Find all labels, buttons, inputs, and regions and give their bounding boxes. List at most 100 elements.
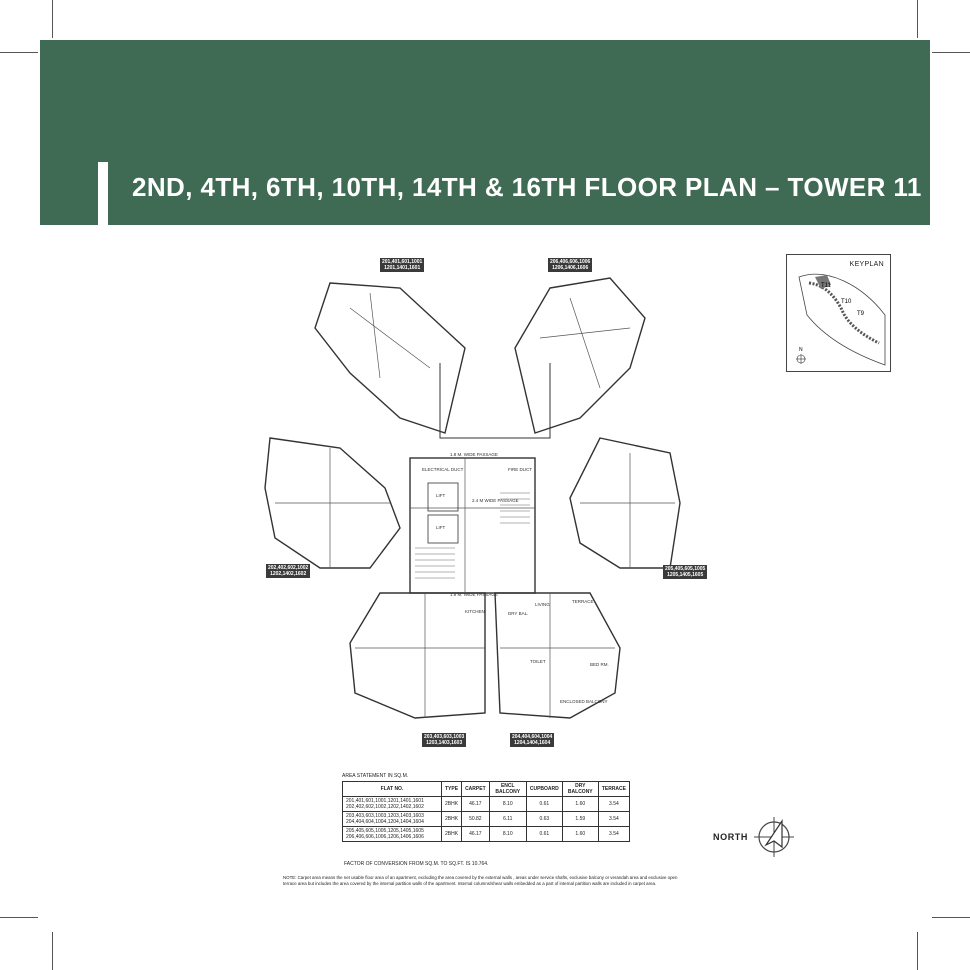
area-statement: AREA STATEMENT IN SQ.M. FLAT NO. TYPE CA… xyxy=(342,773,631,842)
lift-2 xyxy=(427,514,459,544)
encl-cell: 6.11 xyxy=(488,811,527,827)
flat-tag-line: 1201,1401,1601 xyxy=(384,265,421,271)
flat-tag-line: 1204,1404,1604 xyxy=(514,740,551,746)
keyplan-tower-t9: T9 xyxy=(857,311,865,317)
area-table: FLAT NO. TYPE CARPET ENCL BALCONY CUPBOA… xyxy=(342,781,631,842)
encl-cell: 8.10 xyxy=(488,796,527,812)
title-banner: 2ND, 4TH, 6TH, 10TH, 14TH & 16TH FLOOR P… xyxy=(40,40,930,225)
north-label: NORTH xyxy=(713,832,748,842)
terrace-cell: 3.54 xyxy=(597,796,631,812)
lift-2-label: LIFT xyxy=(436,525,446,530)
courtyard-notch xyxy=(439,363,551,439)
table-header-row: FLAT NO. TYPE CARPET ENCL BALCONY CUPBOA… xyxy=(342,781,631,797)
flat-line: 205,405,605,1005,1205,1405,1605 xyxy=(346,828,424,834)
col-terrace: TERRACE xyxy=(597,781,631,797)
wing-mid-left-outline xyxy=(264,437,401,569)
crop-mark xyxy=(932,52,970,53)
fire-duct-label: FIRE DUCT xyxy=(508,467,532,472)
flat-tag-line: 1206,1406,1606 xyxy=(552,265,589,271)
encl-cell: 8.10 xyxy=(488,826,527,842)
flat-tag-line: 201,401,601,1001 xyxy=(382,259,423,265)
area-caption: AREA STATEMENT IN SQ.M. xyxy=(342,773,409,779)
tower-11-highlight xyxy=(815,275,831,289)
flat-tag-mid-right: 205,405,605,1005 1205,1405,1605 xyxy=(663,565,708,579)
electrical-duct-label: ELECTRICAL DUCT xyxy=(422,467,464,472)
wing-top-left-outline xyxy=(314,282,466,434)
flat-line: 202,402,602,1002,1202,1402,1602 xyxy=(346,804,424,810)
crop-mark xyxy=(0,917,38,918)
lift-1 xyxy=(427,482,459,512)
core-outline xyxy=(409,457,536,594)
wing-bottom-left-outline xyxy=(349,592,486,719)
dry-cell: 1.59 xyxy=(561,811,599,827)
cupboard-cell: 0.63 xyxy=(525,811,563,827)
flat-line: 201,401,601,1001,1201,1401,1601 xyxy=(346,798,424,804)
crop-mark xyxy=(932,917,970,918)
flat-line: 206,406,606,1006,1206,1406,1606 xyxy=(346,834,424,840)
crop-mark xyxy=(0,52,38,53)
toilet-label: TOILET xyxy=(530,659,546,664)
flat-tag-line: 1203,1403,1603 xyxy=(426,740,463,746)
flat-tag-line: 202,402,602,1002 xyxy=(268,565,309,571)
flat-tag-line: 205,405,605,1005 xyxy=(665,566,706,572)
conversion-factor: FACTOR OF CONVERSION FROM SQ.M. TO SQ.FT… xyxy=(344,861,489,867)
flat-tag-line: 204,404,604,1004 xyxy=(512,734,553,740)
terrace-cell: 3.54 xyxy=(597,826,631,842)
living-label: LIVING xyxy=(535,602,550,607)
keyplan-tower-t11: T11 xyxy=(821,283,832,289)
flat-tag-bottom-left: 203,403,603,1003 1203,1403,1603 xyxy=(422,733,467,747)
crop-mark xyxy=(52,0,53,38)
carpet-cell: 46.17 xyxy=(461,796,490,812)
type-cell: 2BHK xyxy=(440,811,463,827)
carpet-cell: 50.82 xyxy=(461,811,490,827)
col-encl: ENCL BALCONY xyxy=(488,781,527,797)
title-accent-bar xyxy=(98,162,108,225)
dry-bal-label: DRY BAL. xyxy=(508,611,528,616)
flat-tag-line: 1202,1402,1602 xyxy=(270,571,307,577)
passage-top-label: 1.8 M. WIDE PASSAGE xyxy=(450,452,498,457)
keyplan-map: T11 T10 T9 N xyxy=(796,273,886,366)
cupboard-cell: 0.61 xyxy=(525,796,563,812)
passage-low-label: 1.8 M. WIDE PASSAGE xyxy=(450,592,498,597)
col-type: TYPE xyxy=(440,781,463,797)
type-cell: 2BHK xyxy=(440,826,463,842)
flat-tag-line: 203,403,603,1003 xyxy=(424,734,465,740)
carpet-area-note: NOTE: Carpet area means the net usable f… xyxy=(283,875,678,886)
cupboard-cell: 0.61 xyxy=(525,826,563,842)
col-dry: DRY BALCONY xyxy=(561,781,599,797)
terrace-cell: 3.54 xyxy=(597,811,631,827)
keyplan-north-letter: N xyxy=(799,347,803,353)
flat-line: 204,404,604,1004,1204,1404,1604 xyxy=(346,819,424,825)
flat-line: 203,403,603,1003,1203,1403,1603 xyxy=(346,813,424,819)
dry-cell: 1.60 xyxy=(561,796,599,812)
flat-tag-top-right: 206,406,606,1006 1206,1406,1606 xyxy=(548,258,593,272)
wing-top-right-outline xyxy=(514,277,646,434)
flat-tag-mid-left: 202,402,602,1002 1202,1402,1602 xyxy=(266,564,311,578)
col-flat: FLAT NO. xyxy=(342,781,442,797)
floor-plan-drawing: 1.8 M. WIDE PASSAGE ELECTRICAL DUCT FIRE… xyxy=(264,277,681,719)
dry-cell: 1.60 xyxy=(561,826,599,842)
flat-tag-line: 206,406,606,1006 xyxy=(550,259,591,265)
crop-mark xyxy=(917,932,918,970)
col-carpet: CARPET xyxy=(461,781,490,797)
col-cupboard: CUPBOARD xyxy=(525,781,563,797)
wing-mid-right-outline xyxy=(569,437,681,569)
north-arrow-icon xyxy=(754,817,794,857)
keyplan-label: KEYPLAN xyxy=(849,261,884,268)
passage-mid-label: 2.4 M WIDE PASSAGE xyxy=(472,498,519,503)
bedroom-label: BED RM. xyxy=(590,662,609,667)
crop-mark xyxy=(917,0,918,38)
encl-balcony-label: ENCLOSED BALCONY xyxy=(560,699,608,704)
terrace-label: TERRACE xyxy=(572,599,594,604)
crop-mark xyxy=(52,932,53,970)
wing-bottom-right-outline xyxy=(494,592,621,719)
kitchen-label: KITCHEN xyxy=(465,609,485,614)
flat-tag-line: 1205,1405,1605 xyxy=(667,572,704,578)
flat-tag-top-left: 201,401,601,1001 1201,1401,1601 xyxy=(380,258,425,272)
keyplan-tower-t10: T10 xyxy=(841,299,852,305)
